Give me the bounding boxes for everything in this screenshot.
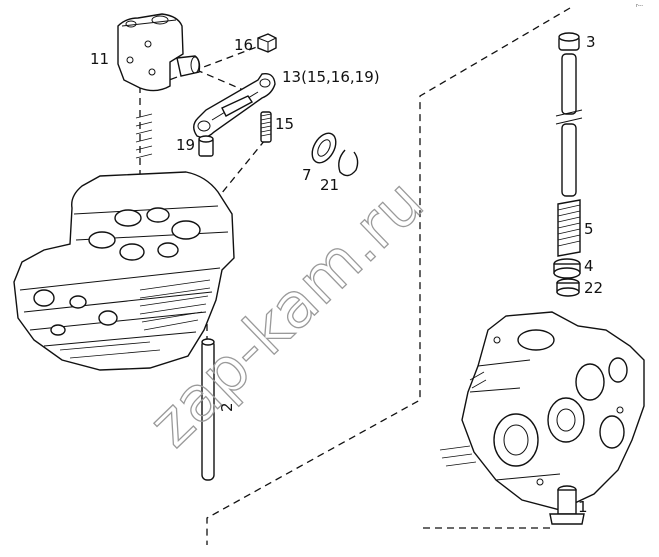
- engine-housing: [439, 311, 645, 511]
- tappet-part-1: [549, 485, 585, 525]
- callout-4: 4: [584, 257, 594, 275]
- callout-22: 22: [584, 279, 603, 297]
- valve-seal-part-22: [556, 278, 580, 297]
- valve-spring-part-5: [557, 199, 581, 257]
- valve-cap-part-3: [558, 32, 580, 51]
- spring-seat-part-4: [553, 258, 581, 279]
- rocker-bracket-part-11: [117, 13, 201, 92]
- circlip-part-21: [338, 149, 359, 177]
- valve-stem: [555, 53, 583, 197]
- callout-1: 1: [578, 498, 588, 516]
- pin-part-19: [198, 135, 214, 157]
- callout-15: 15: [275, 115, 294, 133]
- adjusting-screw-part-15: [260, 111, 272, 143]
- callout-5: 5: [584, 220, 594, 238]
- callout-13: 13(15,16,19): [282, 68, 380, 86]
- callout-3: 3: [586, 33, 596, 51]
- callout-19: 19: [176, 136, 195, 154]
- corner-mark: r---: [636, 3, 643, 9]
- callout-21: 21: [320, 176, 339, 194]
- nut-part-16: [257, 33, 277, 53]
- callout-7: 7: [302, 166, 312, 184]
- callout-2: 2: [218, 402, 236, 412]
- cylinder-head: [13, 171, 235, 371]
- push-rod-part-2: [201, 338, 215, 481]
- valve-spring-sketch: [135, 113, 153, 159]
- callout-16: 16: [234, 36, 253, 54]
- rocker-arm-part-13: [193, 73, 276, 139]
- callout-11: 11: [90, 50, 109, 68]
- callout-labels: 11 16 13(15,16,19) 15 19 7 21 2 3 5 4 22…: [90, 33, 603, 516]
- washer-part-7: [311, 132, 337, 164]
